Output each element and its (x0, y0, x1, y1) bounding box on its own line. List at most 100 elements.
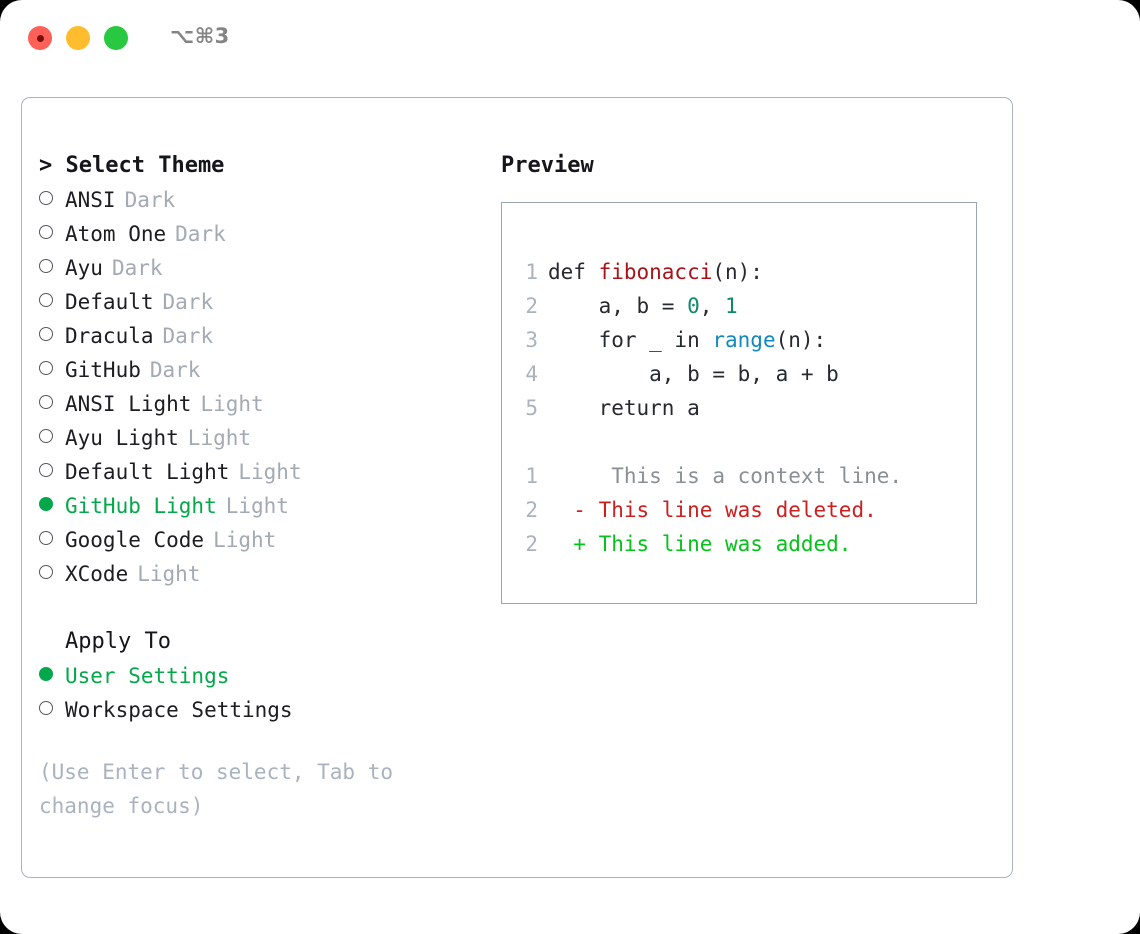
radio-unselected-icon[interactable] (39, 225, 53, 239)
list-spacer (39, 591, 479, 625)
apply-to-option-user-settings[interactable]: User Settings (39, 659, 479, 693)
diff-line-text: This line was added. (585, 532, 852, 556)
diff-line-number: 2 (525, 532, 538, 556)
theme-option-label: Ayu Light (65, 426, 179, 450)
code-line-content: for _ in range(n): (548, 323, 827, 357)
theme-option-label: Default (65, 290, 154, 314)
keyboard-shortcut-label: ⌥⌘3 (170, 24, 230, 48)
code-line-content: def fibonacci(n): (548, 255, 763, 289)
code-token-plain: (n): (775, 328, 827, 352)
theme-option-ansi[interactable]: ANSI Dark (39, 183, 479, 217)
theme-option-kind: Dark (149, 358, 201, 382)
radio-unselected-icon[interactable] (39, 395, 53, 409)
theme-option-default-light[interactable]: Default Light Light (39, 455, 479, 489)
theme-option-kind: Dark (162, 290, 214, 314)
code-line: 2 a, b = 0, 1 (502, 289, 976, 323)
theme-option-kind: Dark (175, 222, 226, 246)
theme-option-kind: Light (225, 494, 289, 518)
theme-option-label: ANSI Light (65, 392, 192, 416)
radio-selected-icon[interactable] (39, 497, 53, 511)
theme-option-kind: Dark (111, 256, 163, 280)
theme-option-ansi-light[interactable]: ANSI Light Light (39, 387, 479, 421)
radio-unselected-icon[interactable] (39, 327, 53, 341)
code-line-number: 4 (525, 362, 538, 386)
code-line-content: a, b = 0, 1 (548, 289, 738, 323)
select-theme-header: > Select Theme (39, 153, 225, 178)
code-line-number: 2 (525, 294, 538, 318)
code-line: 1 def fibonacci(n): (502, 255, 976, 289)
diff-line-number: 2 (525, 498, 538, 522)
theme-option-label: XCode (65, 562, 129, 586)
radio-selected-icon[interactable] (39, 667, 53, 681)
theme-option-label: Ayu (65, 256, 103, 280)
minimize-window-button[interactable] (66, 26, 90, 50)
theme-option-atom-one[interactable]: Atom One Dark (39, 217, 479, 251)
theme-option-kind: Light (213, 528, 277, 552)
apply-to-option-workspace-settings[interactable]: Workspace Settings (39, 693, 479, 727)
theme-option-label: ANSI (65, 188, 116, 212)
theme-option-kind: Light (238, 460, 302, 484)
theme-option-label: Atom One (65, 222, 167, 246)
code-line: 5 return a (502, 391, 976, 425)
theme-option-github[interactable]: GitHub Dark (39, 353, 479, 387)
diff-sample: 1 This is a context line.2 - This line w… (502, 459, 976, 561)
radio-unselected-icon[interactable] (39, 293, 53, 307)
code-token-num: 0 (687, 294, 700, 318)
radio-unselected-icon[interactable] (39, 259, 53, 273)
radio-unselected-icon[interactable] (39, 565, 53, 579)
code-token-plain: a, b = b, a + b (548, 362, 839, 386)
diff-line-text: This line was deleted. (585, 498, 877, 522)
theme-option-kind: Dark (124, 188, 176, 212)
theme-option-label: Google Code (65, 528, 205, 552)
diff-line-deleted: 2 - This line was deleted. (502, 493, 976, 527)
theme-option-label: Dracula (65, 324, 154, 348)
code-line-content: return a (548, 391, 700, 425)
theme-option-dracula[interactable]: Dracula Dark (39, 319, 479, 353)
diff-marker: - (548, 498, 586, 522)
code-token-plain: for _ in (548, 328, 713, 352)
theme-option-google-code[interactable]: Google Code Light (39, 523, 479, 557)
theme-option-xcode[interactable]: XCode Light (39, 557, 479, 591)
radio-unselected-icon[interactable] (39, 463, 53, 477)
code-diff-separator (502, 425, 976, 459)
theme-option-kind: Light (137, 562, 201, 586)
theme-option-label: GitHub Light (65, 494, 217, 518)
code-token-bi: range (712, 328, 776, 352)
theme-option-kind: Light (200, 392, 264, 416)
code-line: 3 for _ in range(n): (502, 323, 976, 357)
radio-unselected-icon[interactable] (39, 701, 53, 715)
theme-option-kind: Dark (162, 324, 214, 348)
diff-marker: + (548, 532, 586, 556)
theme-option-ayu[interactable]: Ayu Dark (39, 251, 479, 285)
theme-option-github-light[interactable]: GitHub Light Light (39, 489, 479, 523)
zoom-window-button[interactable] (104, 26, 128, 50)
code-line-content: a, b = b, a + b (548, 357, 839, 391)
code-token-plain: , (699, 294, 726, 318)
theme-option-label: GitHub (65, 358, 141, 382)
traffic-light-group (28, 26, 128, 50)
radio-unselected-icon[interactable] (39, 191, 53, 205)
theme-option-label: Default Light (65, 460, 230, 484)
radio-unselected-icon[interactable] (39, 531, 53, 545)
diff-line-text: This is a context line. (585, 464, 903, 488)
close-window-button[interactable] (28, 26, 52, 50)
code-token-num: 1 (725, 294, 738, 318)
radio-unselected-icon[interactable] (39, 361, 53, 375)
keyboard-hint-text: (Use Enter to select, Tab to change focu… (39, 760, 394, 818)
theme-option-ayu-light[interactable]: Ayu Light Light (39, 421, 479, 455)
code-token-plain: def (548, 260, 599, 284)
theme-option-kind: Light (187, 426, 252, 450)
theme-option-default[interactable]: Default Dark (39, 285, 479, 319)
radio-unselected-icon[interactable] (39, 429, 53, 443)
code-line-number: 1 (525, 260, 538, 284)
apply-to-option-label: User Settings (65, 664, 230, 688)
code-line-number: 3 (525, 328, 538, 352)
diff-line-context: 1 This is a context line. (502, 459, 976, 493)
code-token-plain: (n): (712, 260, 763, 284)
